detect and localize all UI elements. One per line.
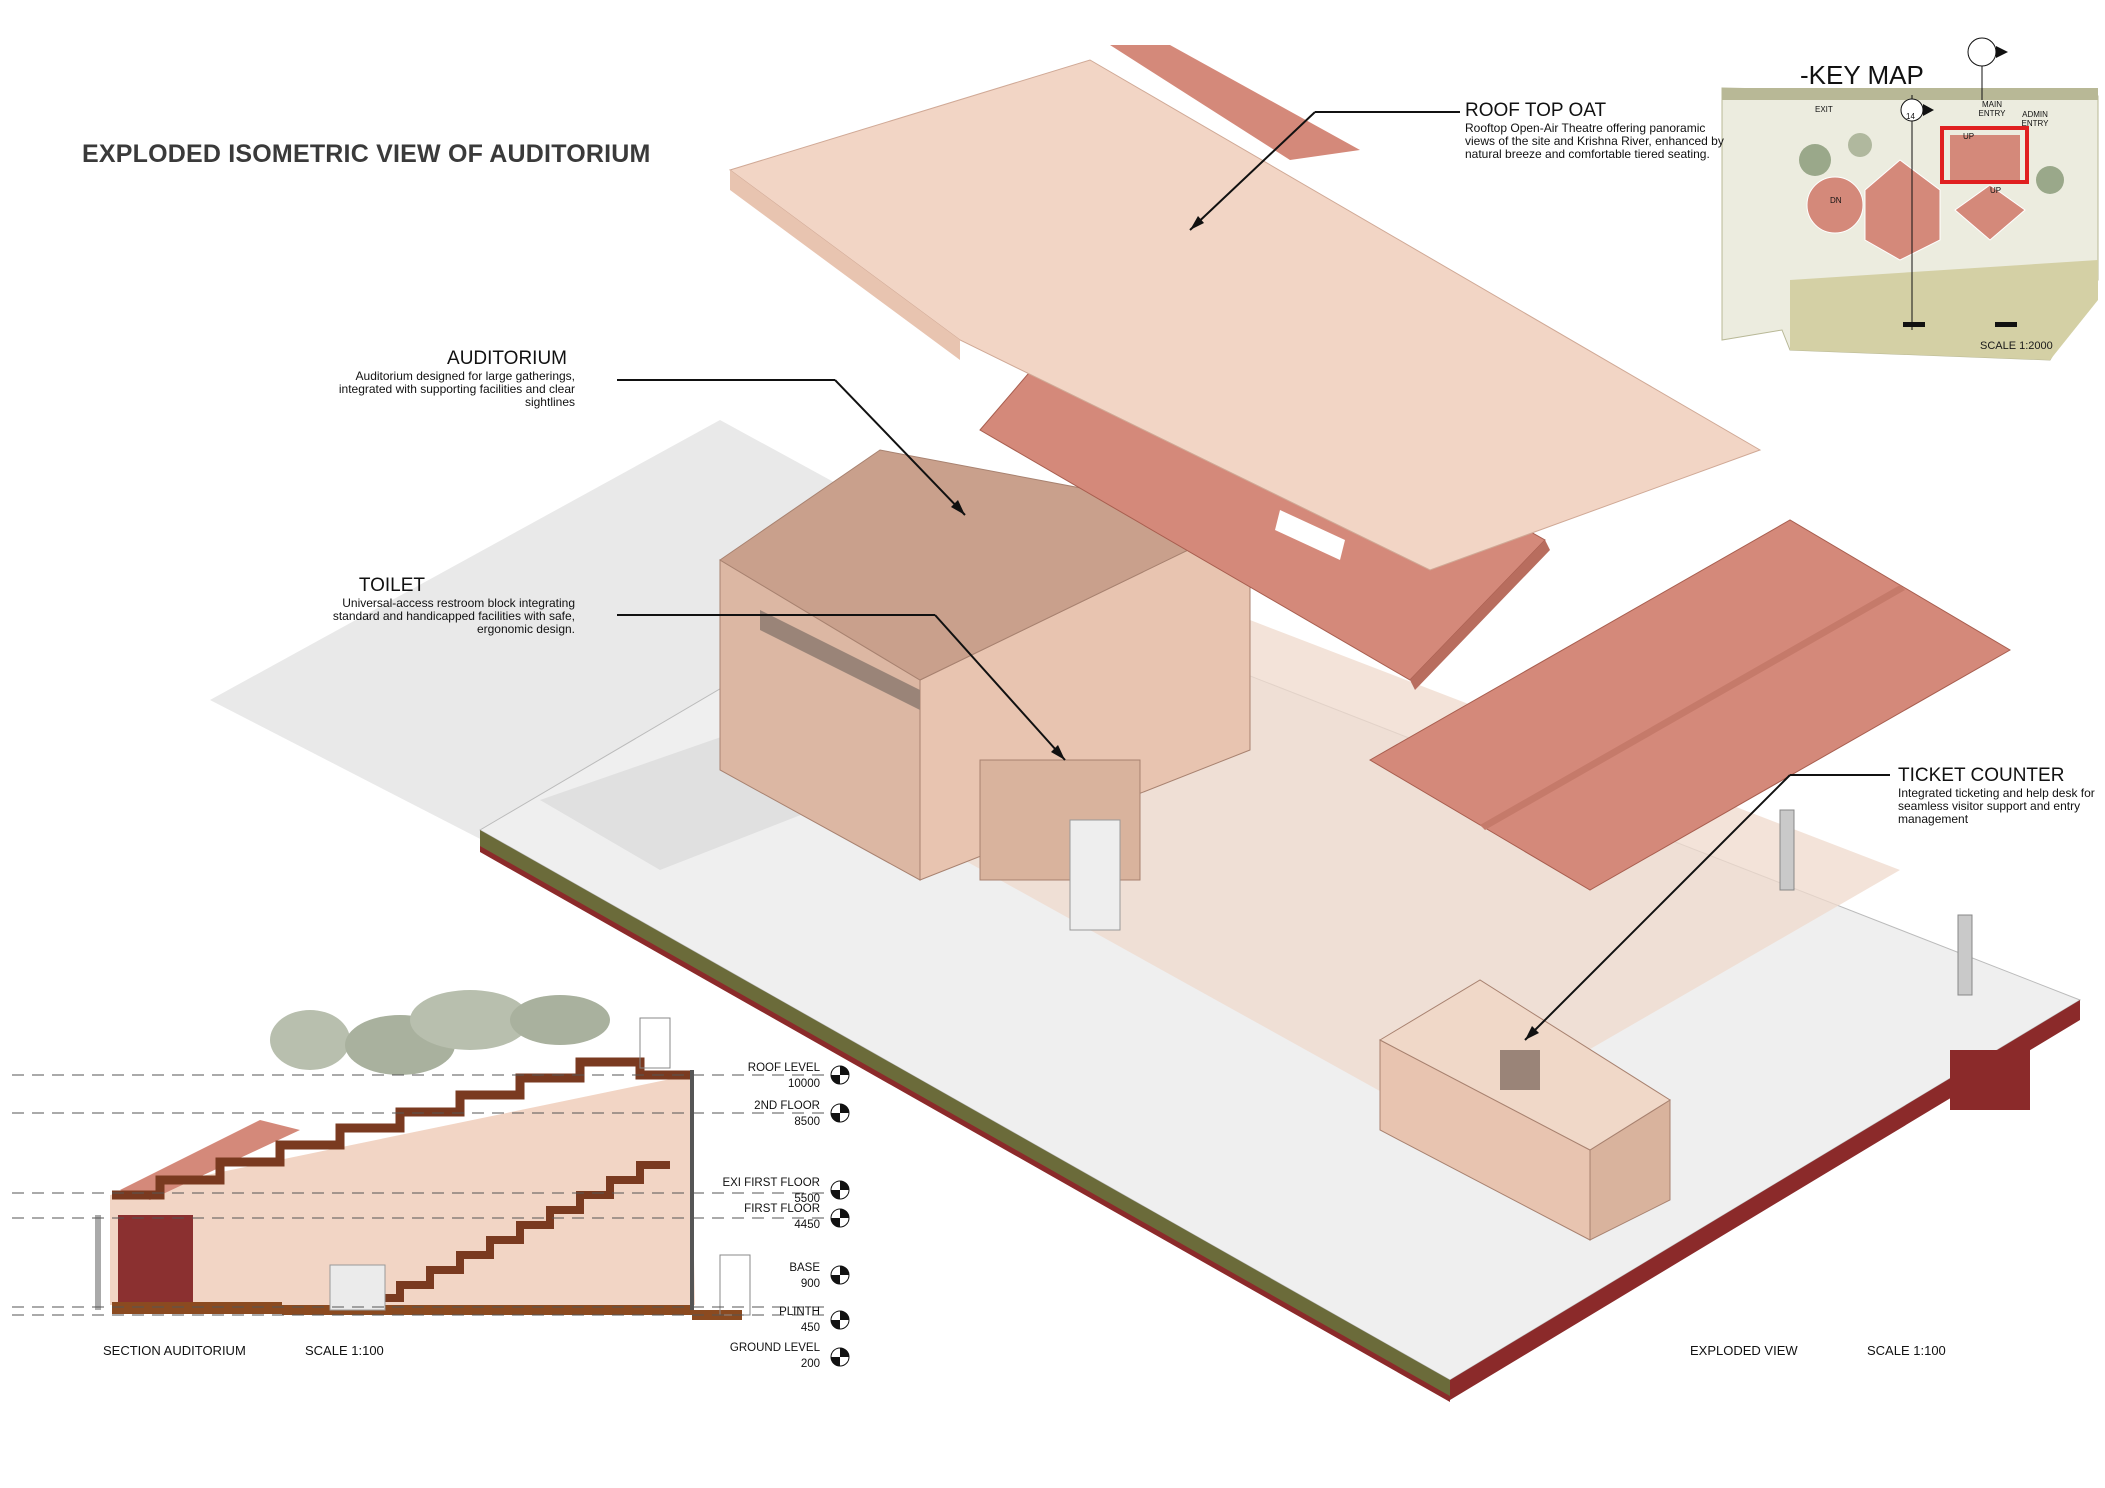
column-1	[1779, 809, 1795, 891]
caption-section: SECTION AUDITORIUM	[103, 1343, 246, 1358]
annotation-roof-title: ROOF TOP OAT	[1465, 100, 1607, 121]
rooftop-ramp	[1110, 45, 1360, 160]
key-map-up-1: UP	[1963, 132, 1975, 141]
key-map-exit: EXIT	[1815, 105, 1833, 114]
leader-toilet-2	[934, 614, 1066, 761]
annotation-toilet-title: TOILET	[358, 575, 425, 596]
leader-roof-2	[1189, 111, 1316, 231]
caption-section-scale: SCALE 1:100	[305, 1343, 384, 1358]
level-roof-name: ROOF LEVEL	[747, 1062, 820, 1074]
leader-roof-arrow	[1190, 216, 1204, 230]
leader-ticket-arrow	[1525, 1026, 1539, 1040]
leader-toilet-arrow	[1051, 745, 1065, 760]
leader-auditorium-arrow	[951, 500, 965, 515]
annotation-roof: ROOF TOP OAT Rooftop Open-Air Theatre of…	[1465, 100, 1735, 161]
annotation-ticket: TICKET COUNTER Integrated ticketing and …	[1898, 765, 2098, 826]
annotation-toilet: TOILET Universal-access restroom block i…	[305, 575, 575, 636]
level-ground-name: GROUND LEVEL	[729, 1342, 820, 1354]
key-map-title: -KEY MAP	[1800, 60, 1924, 90]
level-exi-value: 5500	[794, 1193, 820, 1205]
rooftop-oat	[728, 59, 1762, 571]
base-slab-front	[480, 830, 1450, 1400]
annotation-auditorium-title: AUDITORIUM	[447, 348, 567, 369]
annotation-auditorium: AUDITORIUM Auditorium designed for large…	[320, 348, 575, 409]
base-slab-right	[1450, 1000, 2080, 1400]
skylight-3	[1275, 510, 1345, 560]
annotation-ticket-title: TICKET COUNTER	[1898, 765, 2065, 786]
level-roof-value: 10000	[788, 1078, 820, 1090]
leader-auditorium-2	[834, 379, 966, 516]
key-map-main-entry: MAIN ENTRY	[1978, 100, 2006, 118]
level-markers	[830, 1065, 850, 1367]
level-2nd-value: 8500	[794, 1116, 820, 1128]
level-first-name: FIRST FLOOR	[744, 1203, 820, 1215]
caption-exploded: EXPLODED VIEW	[1690, 1343, 1798, 1358]
level-plinth-value: 450	[800, 1322, 820, 1334]
page-title: EXPLODED ISOMETRIC VIEW OF AUDITORIUM	[82, 140, 651, 168]
seating-band	[760, 610, 920, 710]
annotation-roof-desc: Rooftop Open-Air Theatre offering panora…	[1465, 121, 1724, 161]
base-red-block	[1950, 1050, 2030, 1110]
level-first-value: 4450	[794, 1219, 820, 1231]
level-exi-name: EXI FIRST FLOOR	[722, 1177, 820, 1189]
key-map-section-mark: 14	[1906, 112, 1915, 121]
annotation-ticket-desc: Integrated ticketing and help desk for s…	[1898, 786, 2095, 826]
level-base-value: 900	[800, 1278, 820, 1290]
annotation-auditorium-desc: Auditorium designed for large gatherings…	[338, 369, 575, 409]
ticket-roof-ridge	[1480, 585, 1905, 830]
level-plinth-name: PLINTH	[779, 1306, 820, 1318]
ticket-window	[1500, 1050, 1540, 1090]
column-2	[1957, 914, 1973, 996]
key-map	[1721, 37, 2099, 361]
key-map-scale: SCALE 1:2000	[1980, 340, 2053, 352]
section-auditorium-drawing	[95, 990, 751, 1320]
level-ground-value: 200	[800, 1358, 820, 1370]
rooftop-oat-front	[730, 170, 960, 360]
main-roof-edge	[1410, 540, 1550, 690]
leader-ticket-2	[1524, 774, 1791, 1041]
level-2nd-name: 2ND FLOOR	[754, 1100, 820, 1112]
key-map-admin-entry: ADMIN ENTRY	[2021, 110, 2049, 128]
key-map-up-3: UP	[1990, 186, 2002, 195]
base-slab-red	[480, 846, 1450, 1402]
key-map-up-2: DN	[1830, 196, 1842, 205]
annotation-toilet-desc: Universal-access restroom block integrat…	[332, 596, 575, 636]
level-base-name: BASE	[789, 1262, 820, 1274]
caption-exploded-scale: SCALE 1:100	[1867, 1343, 1946, 1358]
key-map-highlight	[1940, 126, 2029, 184]
level-lines	[12, 1074, 825, 1316]
glass-block	[1069, 819, 1121, 931]
